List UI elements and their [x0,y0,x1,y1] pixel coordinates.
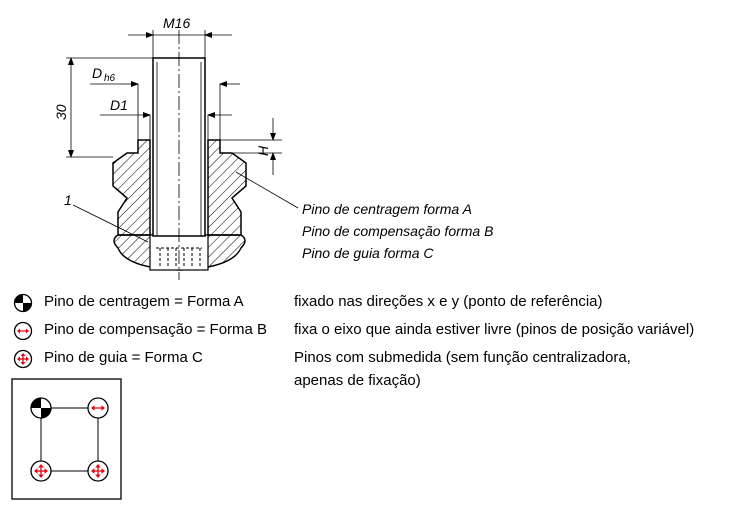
legend-desc-guide: Pinos com submedida (sem função centrali… [294,349,631,366]
dim-d1-label: D1 [110,97,128,113]
callout: Pino de centragem forma A Pino de compen… [235,171,493,261]
legend-desc-centering: fixado nas direções x e y (ponto de refe… [294,293,603,310]
layout-guide-pin-icon [87,460,109,482]
part-number-label: 1 [64,192,72,208]
threaded-stud [152,30,206,280]
dim-h-label: H [255,145,271,156]
guide-pin-icon [13,349,33,369]
layout-centering-pin-icon [30,397,52,419]
dim-30: 30 [53,57,153,158]
layout-compensation-pin-icon [87,397,109,419]
dim-thread-label: M16 [163,15,190,31]
pin-wall-left [112,139,151,236]
callout-line-1: Pino de centragem forma A [302,201,472,217]
centering-pin-icon [13,293,33,313]
legend-name-centering: Pino de centragem = Forma A [44,293,244,310]
legend-desc-compensation: fixa o eixo que ainda estiver livre (pin… [294,321,695,338]
dim-height-label: 30 [53,104,69,120]
legend-desc-guide-cont: apenas de fixação) [294,372,421,389]
dim-d1: D1 [100,97,232,140]
compensation-pin-icon [13,321,33,341]
dim-dh6: D h6 [90,65,240,140]
layout-guide-pin-icon [30,460,52,482]
dim-d-label: D [92,65,102,81]
dim-d-sub: h6 [104,73,116,84]
pin-body [112,139,247,271]
callout-line-3: Pino de guia forma C [302,245,434,261]
callout-line-2: Pino de compensação forma B [302,223,493,239]
pin-layout-diagram [11,378,122,500]
dim-h: H [220,118,282,175]
pin-wall-right [207,139,247,236]
dim-m16: M16 [128,15,232,58]
legend-name-compensation: Pino de compensação = Forma B [44,321,268,338]
part-leader: 1 [64,192,149,243]
legend-name-guide: Pino de guia = Forma C [44,349,203,366]
